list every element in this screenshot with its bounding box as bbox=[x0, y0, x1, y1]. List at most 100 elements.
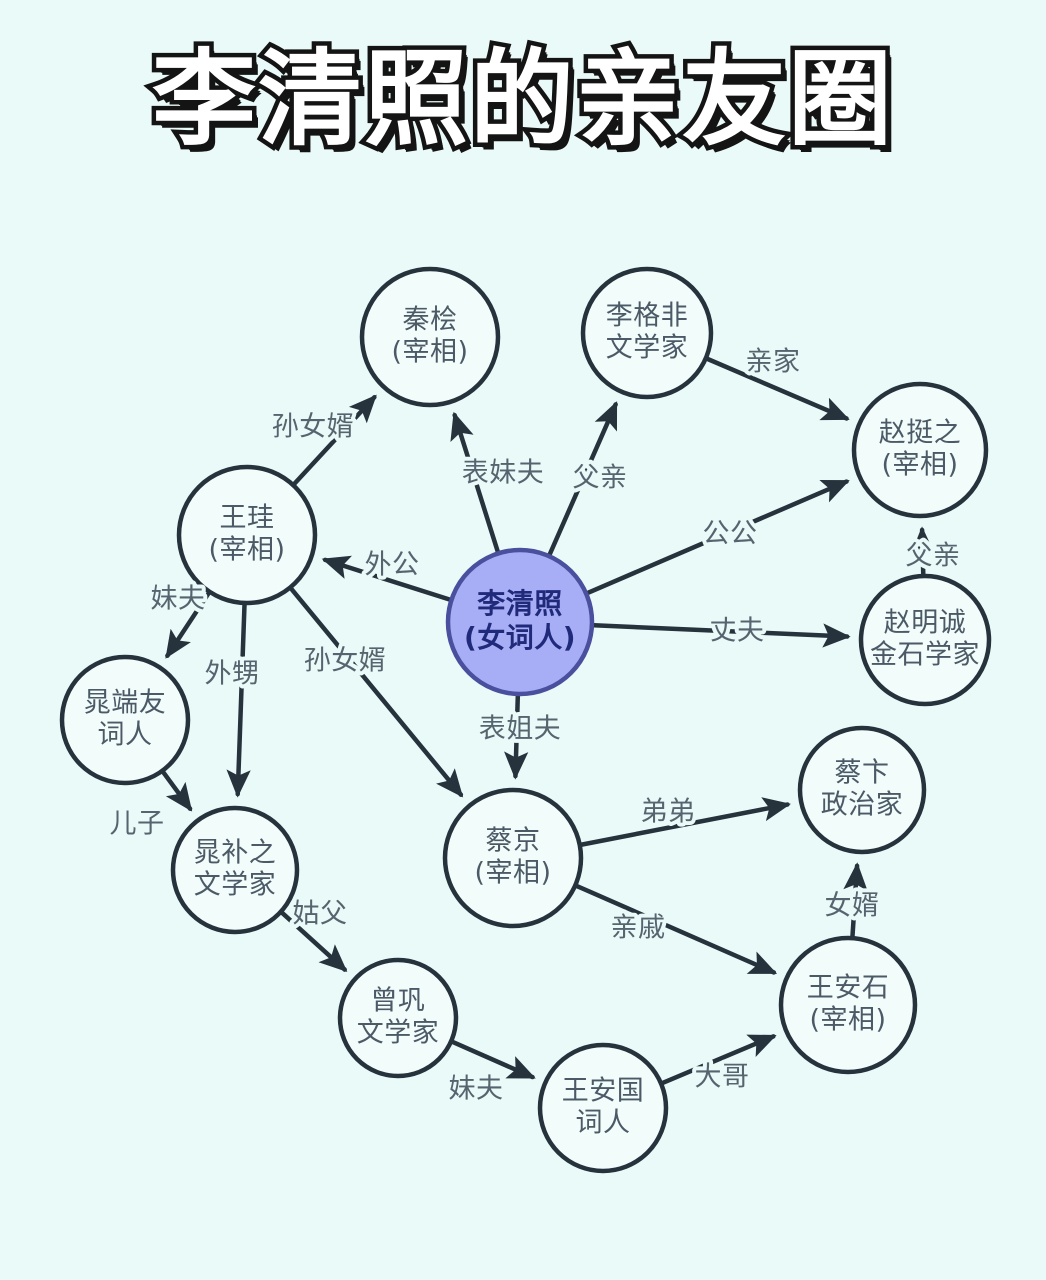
node-circle-chaoduanyou[interactable] bbox=[59, 654, 191, 786]
node-circle-zhaomingcheng[interactable] bbox=[858, 573, 992, 707]
node-label-zenggong-name: 曾巩 bbox=[371, 986, 426, 1017]
node-label-qinhui-name: 秦桧 bbox=[403, 305, 458, 336]
node-label-wangango-name: 王安国 bbox=[562, 1076, 645, 1107]
edge-chaobuzhi-to-zenggong bbox=[280, 910, 348, 973]
node-zhaotingzhi[interactable]: 赵挺之(宰相) bbox=[851, 381, 989, 519]
edge-label-text: 孙女婿 bbox=[272, 412, 355, 443]
edge-label-halo: 丈夫 bbox=[710, 616, 765, 647]
nodes-layer: 李清照(女词人)秦桧(宰相)李格非文学家赵挺之(宰相)赵明诚金石学家王珪(宰相)… bbox=[59, 266, 992, 1174]
edge-label-halo: 外公 bbox=[365, 550, 420, 581]
edge-chaoduanyou-to-chaobuzhi bbox=[161, 770, 193, 812]
node-wanggui[interactable]: 王珪(宰相) bbox=[176, 464, 318, 606]
edge-caijing-to-wanganshi bbox=[574, 883, 778, 975]
node-circle-wangango[interactable] bbox=[537, 1042, 669, 1174]
node-label-wangango-role: 词人 bbox=[576, 1108, 631, 1139]
edge-label-halo: 父亲 bbox=[906, 541, 961, 572]
node-label-caijing-name: 蔡京 bbox=[486, 826, 541, 857]
edge-label-text: 亲家 bbox=[746, 347, 801, 378]
edge-label-text: 儿子 bbox=[110, 809, 165, 840]
node-label-caibian-name: 蔡卞 bbox=[835, 758, 890, 789]
edge-label-text: 表姐夫 bbox=[479, 714, 562, 745]
edges-layer bbox=[161, 356, 935, 1086]
node-label-zhaomingcheng-name: 赵明诚 bbox=[884, 608, 967, 639]
edge-label-text: 大哥 bbox=[695, 1062, 750, 1093]
edge-label-halo: 外甥 bbox=[205, 659, 260, 690]
edge-liqingzhao-to-caijing bbox=[504, 693, 529, 780]
node-label-liqingzhao-role: (女词人) bbox=[464, 621, 576, 654]
node-caijing[interactable]: 蔡京(宰相) bbox=[442, 787, 584, 929]
edge-label-text: 表妹夫 bbox=[462, 458, 545, 489]
edge-label-text: 丈夫 bbox=[710, 616, 765, 647]
edge-label-text: 亲戚 bbox=[611, 913, 666, 944]
edge-label-halo: 孙女婿 bbox=[272, 412, 355, 443]
node-label-ligefei-role: 文学家 bbox=[606, 333, 689, 364]
edge-label-halo: 弟弟 bbox=[641, 797, 696, 828]
edge-liqingzhao-to-ligefei bbox=[547, 401, 618, 557]
node-label-caibian-role: 政治家 bbox=[821, 790, 904, 821]
edge-label-halo: 表姐夫 bbox=[479, 714, 562, 745]
edge-label-halo: 大哥 bbox=[695, 1062, 750, 1093]
edge-label-text: 外公 bbox=[365, 550, 420, 581]
edge-label-text: 父亲 bbox=[573, 463, 628, 494]
edge-caijing-to-caibian bbox=[579, 797, 791, 847]
node-circle-wanganshi[interactable] bbox=[778, 935, 918, 1075]
edge-label-halo: 公公 bbox=[703, 519, 758, 550]
node-label-chaobuzhi-role: 文学家 bbox=[194, 870, 277, 901]
edge-liqingzhao-to-qinhui bbox=[450, 411, 500, 554]
node-circle-caibian[interactable] bbox=[797, 725, 927, 855]
node-circle-zenggong[interactable] bbox=[337, 957, 459, 1079]
edge-wanggui-to-chaoduanyou bbox=[165, 591, 211, 659]
edge-label-halo: 亲家 bbox=[746, 347, 801, 378]
edge-label-text: 公公 bbox=[703, 519, 758, 550]
edge-liqingzhao-to-zhaomingcheng bbox=[591, 623, 851, 648]
edge-label-text: 女婿 bbox=[825, 891, 880, 922]
node-label-zenggong-role: 文学家 bbox=[357, 1018, 440, 1049]
node-label-zhaotingzhi-name: 赵挺之 bbox=[879, 418, 962, 449]
edge-liqingzhao-to-zhaotingzhi bbox=[585, 479, 850, 596]
node-qinhui[interactable]: 秦桧(宰相) bbox=[359, 266, 501, 408]
node-circle-zhaotingzhi[interactable] bbox=[851, 381, 989, 519]
node-label-chaobuzhi-name: 晁补之 bbox=[194, 838, 277, 869]
node-label-qinhui-role: (宰相) bbox=[391, 337, 468, 368]
edge-wanggui-to-caijing bbox=[289, 586, 464, 798]
node-label-liqingzhao-name: 李清照 bbox=[477, 587, 563, 620]
node-circle-wanggui[interactable] bbox=[176, 464, 318, 606]
node-label-wanganshi-role: (宰相) bbox=[809, 1005, 886, 1036]
node-circle-caijing[interactable] bbox=[442, 787, 584, 929]
node-label-chaoduanyou-name: 晁端友 bbox=[84, 688, 167, 719]
node-circle-qinhui[interactable] bbox=[359, 266, 501, 408]
node-wanganshi[interactable]: 王安石(宰相) bbox=[778, 935, 918, 1075]
node-liqingzhao[interactable]: 李清照(女词人) bbox=[445, 547, 595, 697]
node-label-zhaotingzhi-role: (宰相) bbox=[881, 450, 958, 481]
edge-label-halo: 孙女婿 bbox=[304, 646, 387, 677]
node-label-ligefei-name: 李格非 bbox=[606, 301, 689, 332]
edge-label-halo: 表妹夫 bbox=[462, 458, 545, 489]
node-circle-chaobuzhi[interactable] bbox=[170, 805, 300, 935]
node-circle-ligefei[interactable] bbox=[580, 266, 714, 400]
edge-label-text: 姑父 bbox=[293, 899, 348, 930]
edge-label-text: 弟弟 bbox=[641, 797, 696, 828]
edge-label-text: 妹夫 bbox=[151, 584, 206, 615]
node-circle-liqingzhao[interactable] bbox=[445, 547, 595, 697]
node-label-wanggui-name: 王珪 bbox=[220, 503, 275, 534]
